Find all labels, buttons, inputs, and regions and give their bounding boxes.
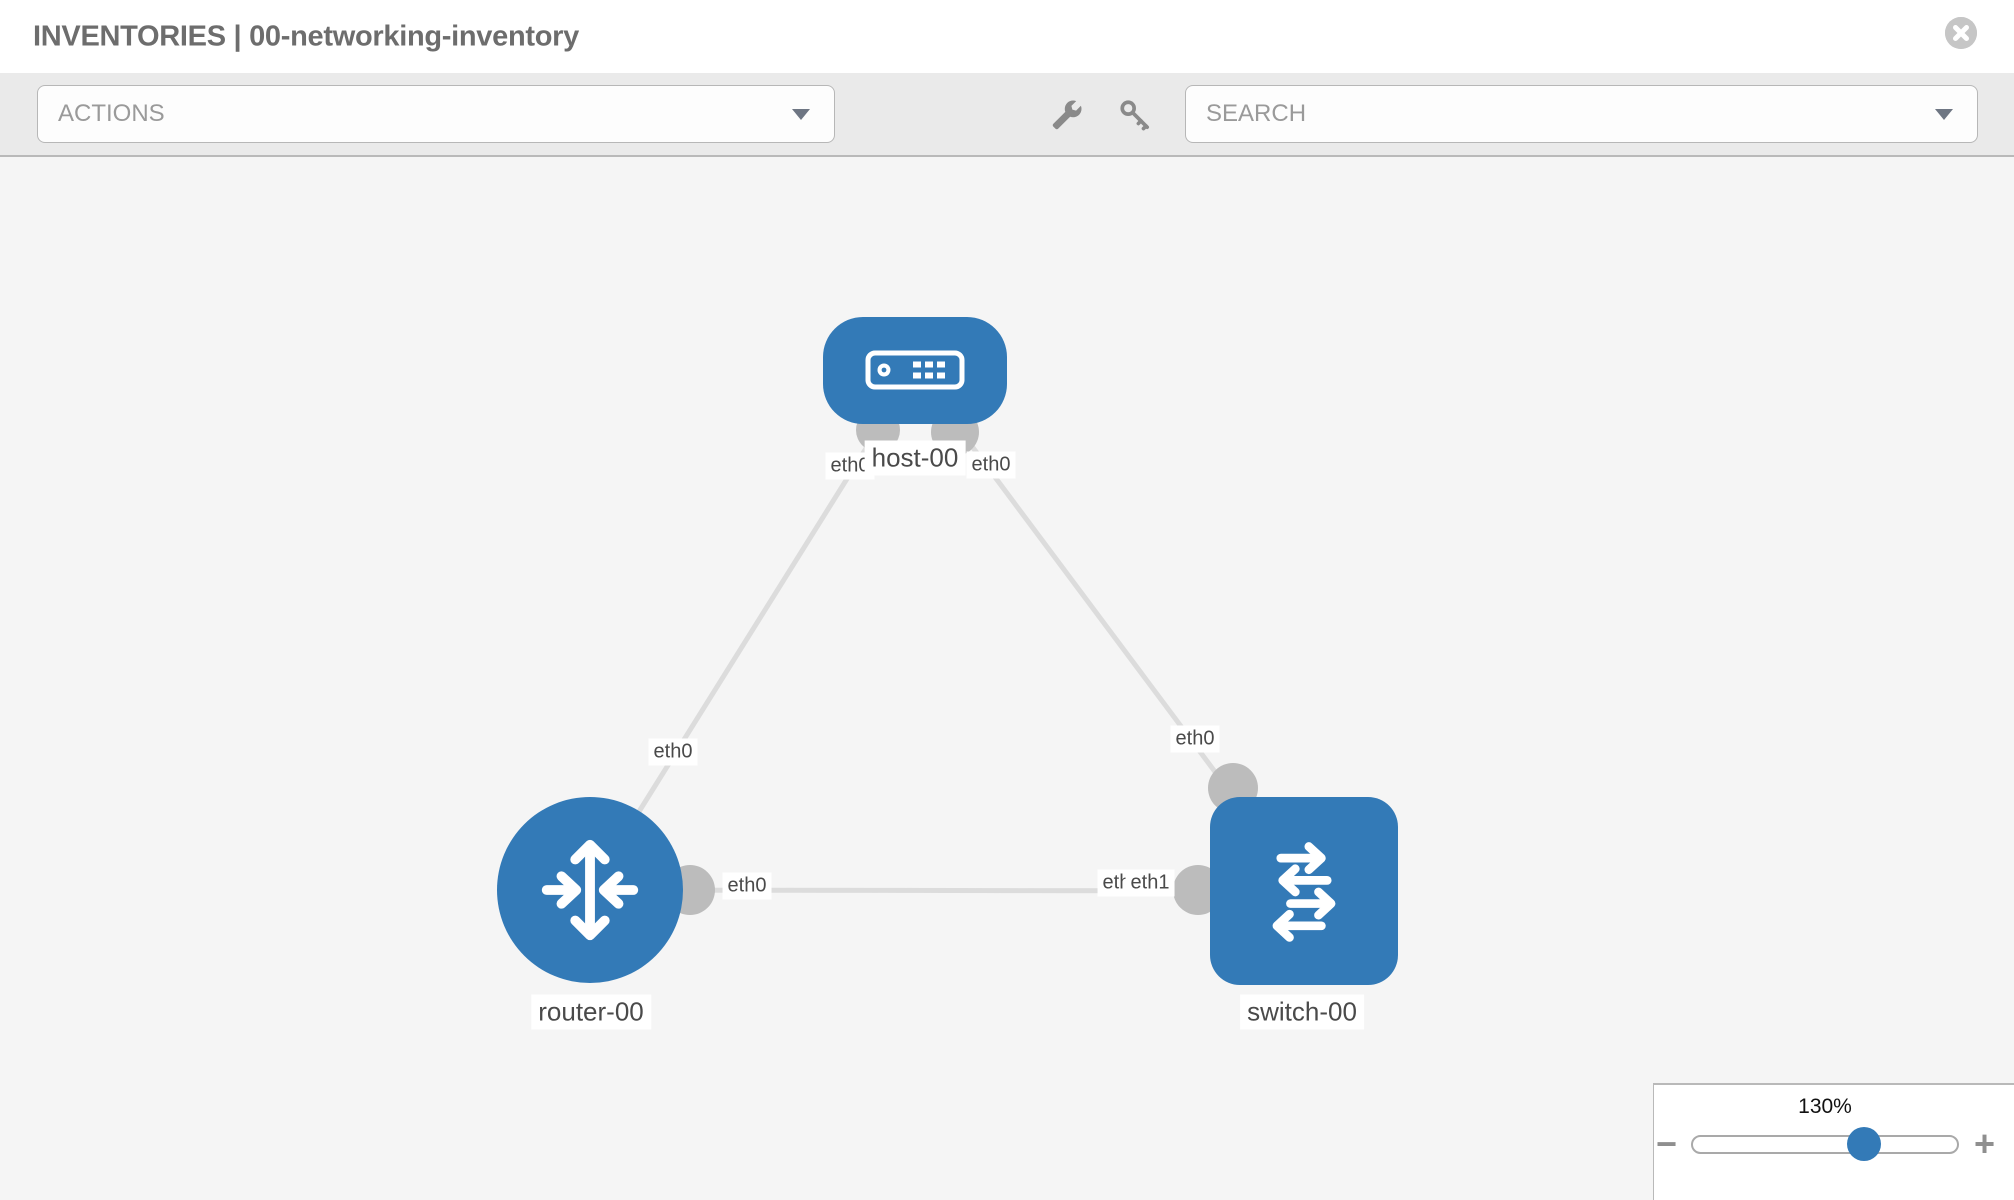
zoom-slider-thumb[interactable]	[1847, 1127, 1881, 1161]
switch-icon	[1246, 833, 1362, 949]
zoom-out-button[interactable]: −	[1656, 1123, 1678, 1164]
host-icon	[865, 350, 965, 390]
node-switch-00[interactable]	[1210, 797, 1398, 985]
zoom-panel: 130% − +	[1653, 1083, 2014, 1200]
search-dropdown[interactable]: SEARCH	[1185, 85, 1978, 143]
close-icon	[1945, 17, 1977, 49]
close-button[interactable]	[1945, 17, 1977, 49]
node-label: router-00	[531, 994, 651, 1030]
node-router-00[interactable]	[497, 797, 683, 983]
interface-label: eth0	[1170, 725, 1220, 753]
node-label: host-00	[864, 440, 966, 476]
page-title: INVENTORIES | 00-networking-inventory	[33, 20, 579, 52]
interface-label: eth1	[1125, 869, 1175, 897]
key-icon[interactable]	[1118, 98, 1152, 132]
interface-label: eth0	[722, 872, 772, 900]
search-dropdown-label: SEARCH	[1206, 100, 1307, 127]
actions-dropdown-label: ACTIONS	[58, 100, 165, 127]
interface-label: eth0	[648, 738, 698, 766]
actions-dropdown[interactable]: ACTIONS	[37, 85, 835, 143]
zoom-in-button[interactable]: +	[1974, 1123, 1996, 1164]
chevron-down-icon	[792, 109, 810, 120]
node-label: switch-00	[1240, 994, 1364, 1030]
chevron-down-icon	[1935, 109, 1953, 120]
panel-header: INVENTORIES | 00-networking-inventory	[0, 0, 2014, 73]
interface-label: eth0	[966, 451, 1016, 479]
wrench-icon[interactable]	[1050, 98, 1084, 132]
zoom-slider-track[interactable]	[1691, 1135, 1959, 1154]
router-icon	[531, 831, 649, 949]
node-host-00[interactable]	[823, 316, 1007, 424]
toolbar: ACTIONS SEARCH	[0, 73, 2014, 157]
zoom-level: 130%	[1798, 1095, 1852, 1118]
